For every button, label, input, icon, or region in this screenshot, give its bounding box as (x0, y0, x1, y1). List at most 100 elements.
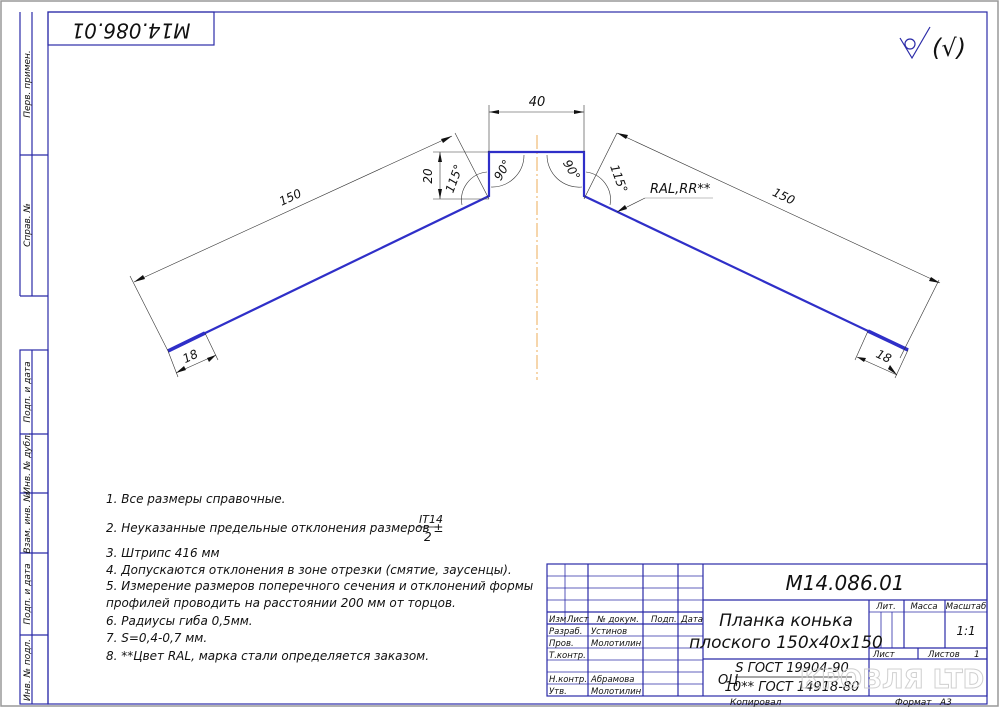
dim-right-hem-label: 18 (874, 347, 894, 366)
format-label: Формат (895, 698, 932, 708)
note-5-cont: профилей проводить на расстоянии 200 мм … (106, 596, 456, 610)
dim-line (616, 132, 941, 284)
material-bottom: 10** ГОСТ 14918-80 (725, 680, 860, 695)
roughness-paren-symbol: (√) (932, 34, 966, 62)
angle-left-outer-label: 115° (443, 163, 466, 195)
rotated-designation-frame (47, 11, 215, 46)
ext-line (899, 279, 940, 359)
strip-label-sprav-no: Справ. № (23, 203, 33, 247)
angle-left-inner: 90° (490, 154, 525, 188)
angle-right-inner-label: 90° (560, 157, 583, 182)
name-prov: Молотилин (591, 639, 642, 649)
title-line-1: Планка конька (719, 611, 853, 631)
copied-label: Копировал (730, 698, 782, 708)
angle-arc (546, 154, 583, 188)
angle-arc (461, 171, 488, 206)
header-izm: Изм (549, 615, 567, 625)
format-value: А3 (939, 698, 952, 708)
strip-label-vzam-inv: Взам. инв. № (23, 492, 33, 553)
material-top: S ГОСТ 19904-90 (735, 661, 849, 676)
dim-left-hem-label: 18 (180, 347, 200, 366)
right-hem (867, 329, 909, 352)
arrow-icon (888, 365, 897, 375)
arrow-icon (617, 133, 628, 139)
title-line-2: плоского 150х40х150 (689, 633, 883, 653)
arrow-icon (438, 189, 442, 199)
mass-label: Масса (910, 602, 937, 612)
ext-line (129, 275, 169, 352)
note-7: 7. S=0,4-0,7 мм. (106, 631, 207, 645)
note-8: 8. **Цвет RAL, марка стали определяется … (106, 649, 429, 663)
designation: М14.086.01 (785, 571, 904, 595)
roughness-check-icon (899, 26, 931, 60)
dim-top-width-label: 40 (529, 95, 546, 110)
strip-label-inv-dubl: Инв. № дубл. (23, 432, 33, 494)
role-razrab: Разраб. (549, 627, 582, 637)
ext-line (204, 332, 219, 361)
roughness-circle-icon (904, 38, 916, 50)
dim-right-length: 150 (583, 132, 941, 359)
header-list: Лист (566, 615, 590, 625)
angle-arc (490, 154, 525, 188)
dim-left-hem: 18 (167, 332, 219, 378)
ext-line (454, 132, 490, 200)
ral-callout: RAL,RR** (616, 182, 713, 213)
arrow-icon (617, 205, 627, 212)
title-block: Изм Лист № докум. Подп. Дата Разраб. Уст… (546, 563, 988, 697)
sheets-value: 1 (974, 650, 980, 660)
ext-line (854, 330, 869, 361)
role-nkontr: Н.контр. (549, 675, 587, 685)
angle-left-outer: 115° (443, 163, 488, 206)
arrow-icon (207, 355, 216, 362)
arrow-icon (441, 136, 452, 143)
watermark: КРОВЛЯ LTD (800, 665, 984, 695)
strip-label-podp-data: Подп. и дата (23, 361, 33, 422)
name-utv: Молотилин (591, 687, 642, 697)
note-1: 1. Все размеры справочные. (106, 492, 285, 506)
sheets-label: Листов (927, 650, 960, 660)
ext-line (894, 349, 909, 379)
dim-line (133, 135, 453, 283)
dim-height: 20 (421, 151, 489, 200)
angle-right-outer: 115° (585, 163, 630, 206)
arrow-icon (857, 357, 866, 362)
angle-arc (585, 171, 611, 206)
header-date: Дата (680, 615, 703, 625)
arrow-icon (438, 152, 442, 162)
note-3: 3. Штрипс 416 мм (106, 546, 220, 560)
note-2: 2. Неуказанные предельные отклонения раз… (106, 521, 443, 535)
left-hem (167, 331, 206, 353)
arrow-icon (134, 275, 145, 282)
dim-height-label: 20 (421, 168, 435, 184)
material-prefix: ОЦ (718, 673, 738, 688)
title-block-frame (546, 563, 988, 697)
note-4: 4. Допускаются отклонения в зоне отрезки… (106, 563, 512, 577)
arrow-icon (574, 110, 584, 114)
lit-label: Лит. (875, 602, 896, 612)
note-5: 5. Измерение размеров поперечного сечени… (106, 579, 533, 593)
role-prov: Пров. (549, 639, 574, 649)
name-razrab: Устинов (591, 627, 627, 637)
rotated-designation: М14.086.01 (71, 19, 190, 43)
role-utv: Утв. (549, 687, 567, 697)
part-profile (167, 150, 909, 352)
strip-label-inv-podl: Инв. № подл. (23, 639, 33, 701)
technical-notes: 1. Все размеры справочные. 2. Неуказанны… (106, 492, 533, 663)
note-6: 6. Радиусы гиба 0,5мм. (106, 614, 253, 628)
angle-left-inner-label: 90° (491, 157, 514, 182)
role-tkontr: Т.контр. (549, 651, 586, 661)
strip-label-podp-data-2: Подп. и дата (23, 563, 33, 624)
side-strip: Перв. примен. Справ. № Подп. и дата Инв.… (19, 12, 49, 705)
dim-top-width: 40 (488, 95, 585, 152)
tolerance-denominator: 2 (424, 530, 432, 544)
angle-right-inner: 90° (546, 154, 583, 188)
name-nkontr: Абрамова (590, 675, 635, 685)
dim-left-length-label: 150 (277, 186, 304, 209)
arrow-icon (929, 277, 940, 283)
angle-right-outer-label: 115° (607, 163, 630, 195)
roughness-symbol: (√) (899, 26, 966, 62)
scale-label: Масштаб (946, 602, 986, 612)
dim-left-length: 150 (129, 132, 490, 352)
